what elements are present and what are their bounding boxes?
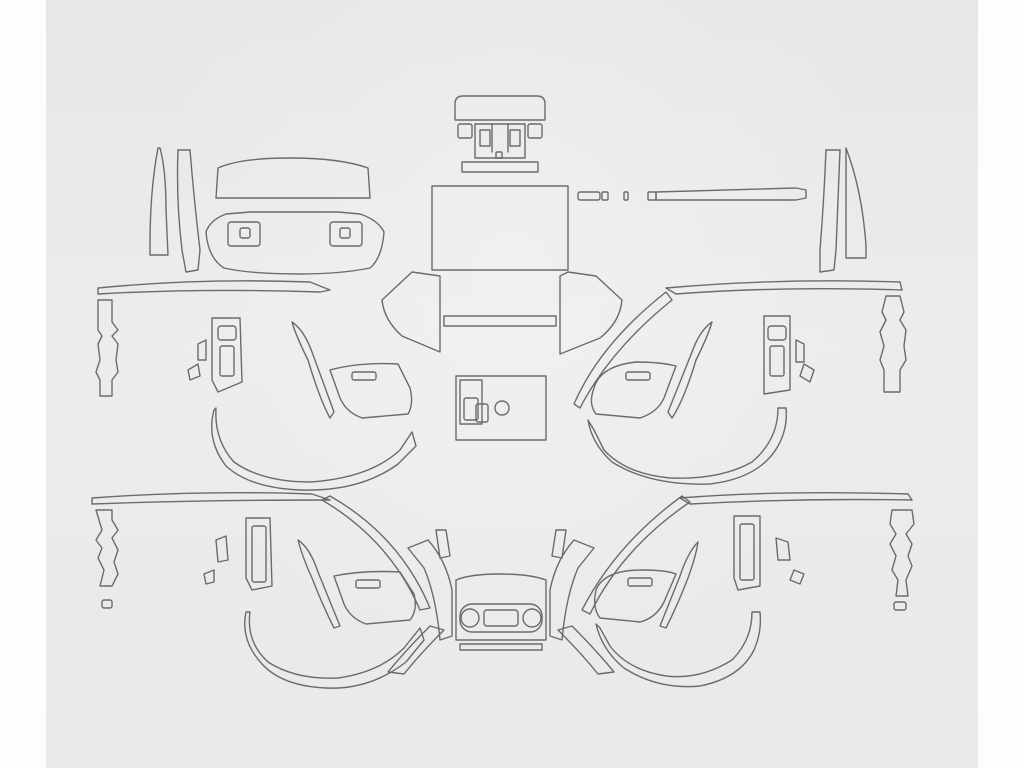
left-frame-edge — [0, 0, 46, 768]
left-dash-top-strip — [97, 280, 331, 295]
left-a-pillar-film — [149, 147, 201, 273]
left-rear-dash-strip — [91, 491, 331, 505]
center-screen-film — [431, 185, 569, 271]
rear-left-door-film — [95, 495, 431, 689]
center-console-side-films — [381, 271, 623, 355]
right-rear-dash-strip — [679, 491, 913, 505]
front-right-door-film — [573, 291, 907, 485]
rear-right-door-film — [581, 495, 915, 688]
front-left-door-film — [95, 299, 417, 491]
right-a-pillar-film — [819, 147, 867, 273]
right-frame-edge — [978, 0, 1024, 768]
right-dash-top-strip — [665, 280, 903, 295]
headliner-console-film — [454, 95, 546, 173]
climate-panel-film — [455, 573, 547, 651]
dashboard-trim-strip-films — [577, 187, 807, 201]
lower-console-left-trim — [387, 529, 453, 675]
gear-panel-film — [455, 375, 547, 441]
instrument-cluster-film — [205, 157, 385, 275]
template-sheet — [46, 0, 978, 768]
lower-console-right-trim — [549, 529, 615, 675]
